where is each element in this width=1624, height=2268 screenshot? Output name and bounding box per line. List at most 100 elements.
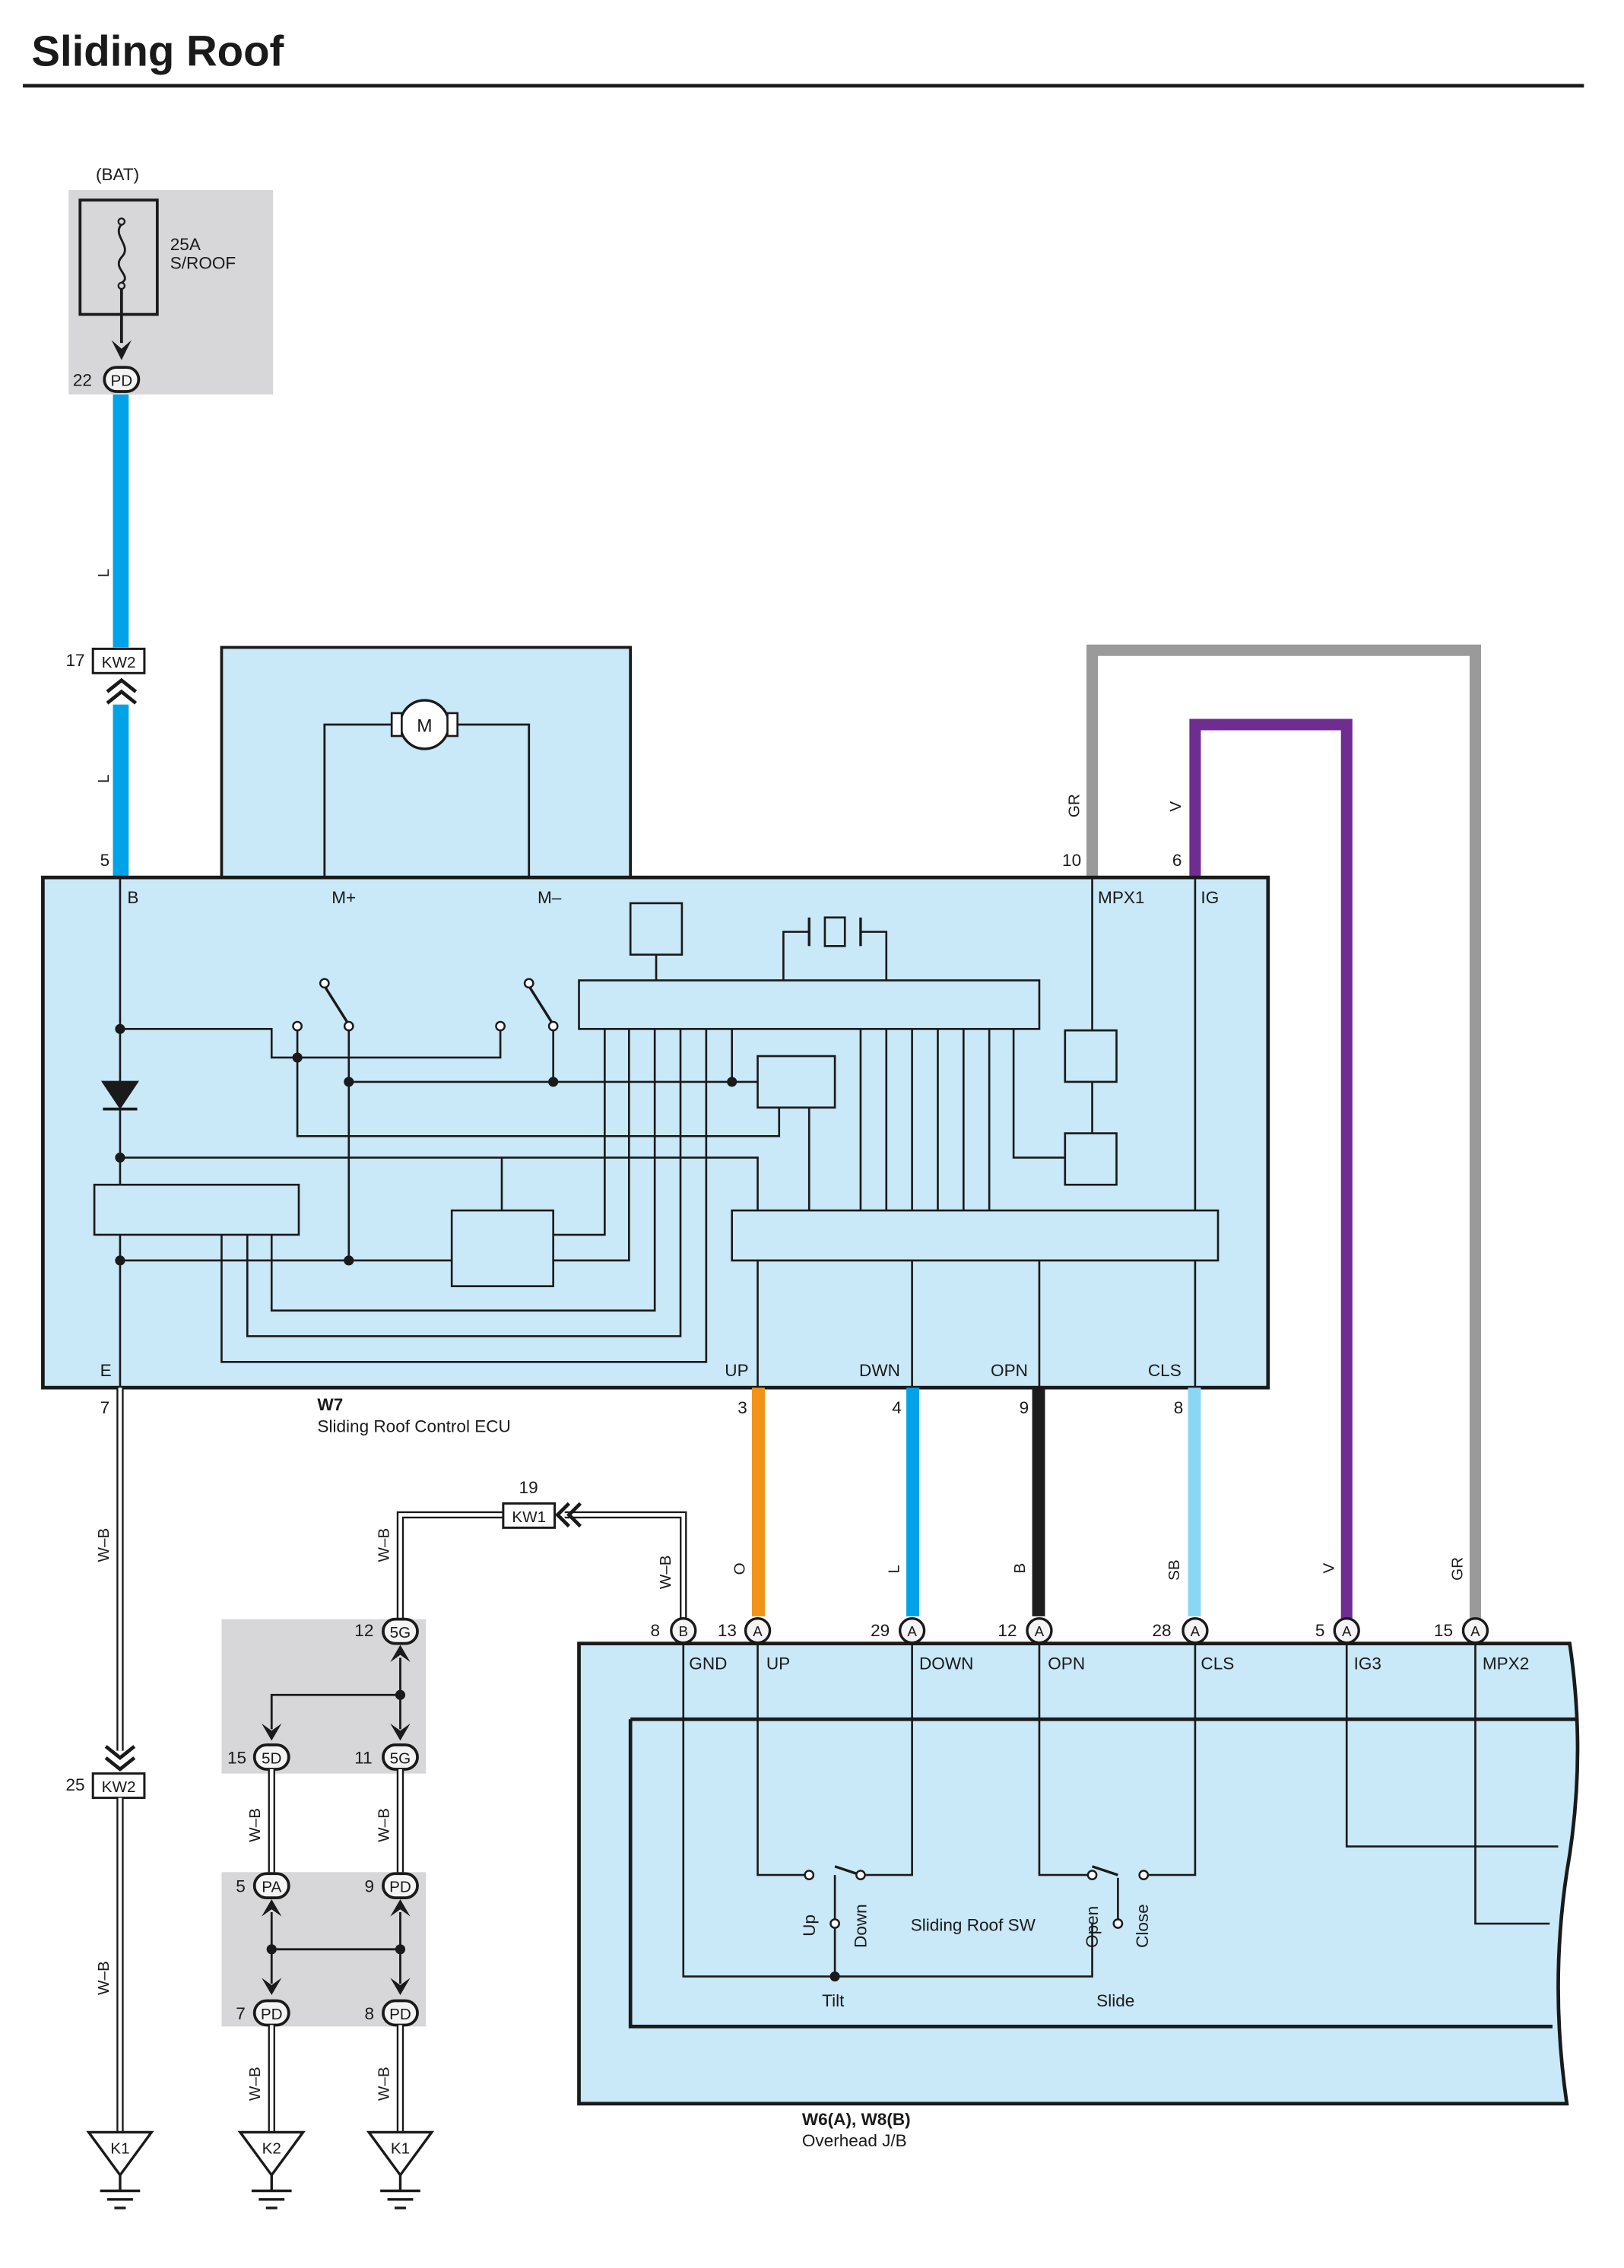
fuse-name: S/ROOF [170, 253, 236, 272]
connector-pin [1026, 1617, 1053, 1645]
connector-pin [1182, 1617, 1209, 1645]
switch-contacts [292, 978, 559, 1032]
connector-code: PD [261, 2006, 283, 2023]
arrow-down-icon [390, 1978, 411, 1995]
chevron-left-icon [554, 1502, 582, 1528]
connector-code: A [907, 1623, 917, 1639]
wire-label: B [1011, 1563, 1029, 1574]
fuse-box [78, 198, 159, 316]
pin-number: 5 [1315, 1621, 1325, 1640]
pin-number: 3 [737, 1398, 747, 1417]
pin-number: 9 [364, 1877, 374, 1896]
switch-label: Close [1133, 1904, 1152, 1948]
connector-kw2-25 [91, 1772, 146, 1800]
fuse-box-bg [68, 189, 274, 395]
ground-k1-left: K1 [86, 2130, 154, 2209]
pin-number: 7 [236, 2004, 246, 2023]
terminal-label: CLS [1201, 1654, 1234, 1673]
terminal-label: MPX2 [1483, 1654, 1529, 1673]
ecu-code: W7 [317, 1395, 343, 1414]
pin-number: 15 [1434, 1621, 1453, 1640]
connector-code: A [1035, 1623, 1045, 1639]
connector-5g-12 [382, 1617, 419, 1645]
pin-number: 22 [73, 371, 92, 390]
ecu-junction-dots [115, 1023, 737, 1266]
terminal-label: GND [689, 1654, 727, 1673]
page-title: Sliding Roof [31, 27, 284, 75]
pin-number: 5 [236, 1877, 246, 1896]
wire-label: W–B [95, 1528, 113, 1562]
terminal-label: IG [1201, 888, 1219, 907]
pin-number: 25 [65, 1775, 84, 1794]
wire-wb-kw1 [396, 1511, 687, 1619]
arrow-up-icon [262, 1899, 282, 1917]
connector-code: A [1342, 1623, 1352, 1639]
connector-pin [898, 1617, 926, 1645]
ground-label: K2 [262, 2140, 281, 2158]
connector-code: B [679, 1623, 689, 1639]
fuse-icon [117, 224, 126, 284]
wire-label: W–B [246, 2067, 264, 2101]
wire-sb [1188, 1388, 1201, 1616]
pin-number: 4 [892, 1398, 902, 1417]
chevron-down-icon [104, 1745, 136, 1772]
terminal-label: CLS [1148, 1361, 1182, 1380]
ground-k2: K2 [237, 2130, 306, 2209]
connector-code: KW2 [102, 654, 136, 671]
connector-code: A [1470, 1623, 1480, 1639]
ecu-name: Sliding Roof Control ECU [317, 1416, 510, 1435]
pin-number: 8 [651, 1621, 661, 1640]
terminal-label: DOWN [919, 1654, 973, 1673]
connector-code: KW2 [102, 1778, 136, 1796]
connector-code: A [753, 1623, 763, 1639]
fuse-rating: 25A [170, 235, 201, 254]
wire-v [1189, 718, 1353, 1622]
connector-pd-22 [103, 366, 141, 393]
pin-number: 13 [718, 1621, 737, 1640]
connector-pin [1461, 1617, 1489, 1645]
connector-pin [744, 1617, 772, 1645]
wire-label: GR [1449, 1557, 1467, 1581]
jb-pin-row: 8 B 13 A 29 A 12 A 28 A 5 A 15 A [651, 1617, 1489, 1645]
terminal-label: B [127, 888, 138, 907]
connector-code: PD [389, 2006, 411, 2023]
connector-code: 5G [390, 1624, 411, 1642]
pin-number: 29 [871, 1621, 890, 1640]
wire-l-lower [113, 704, 129, 878]
terminal-label: IG3 [1354, 1654, 1381, 1673]
pin-number: 11 [354, 1748, 372, 1767]
switch-label: Down [851, 1904, 870, 1948]
connector-pin [1333, 1617, 1360, 1645]
wire-label: V [1320, 1562, 1337, 1573]
wire-label: GR [1066, 794, 1083, 817]
terminal-label: DWN [859, 1361, 900, 1380]
connector-kw1-19 [502, 1502, 557, 1529]
ground-label: K1 [391, 2140, 410, 2158]
pin-number: 6 [1172, 851, 1182, 870]
wire-label: L [95, 569, 113, 577]
terminal-label: OPN [991, 1361, 1028, 1380]
switch-name: Sliding Roof SW [911, 1915, 1036, 1934]
connector-code: PA [262, 1879, 281, 1896]
wire-label: L [886, 1565, 903, 1573]
terminal-label: MPX1 [1098, 888, 1144, 907]
connector-code: KW1 [512, 1508, 546, 1526]
ecu-internal-circuit [93, 877, 1220, 1388]
connector-code: PD [110, 373, 132, 390]
motor-housing [220, 646, 633, 882]
switch-label: Open [1083, 1906, 1102, 1948]
connector-pa-5 [252, 1872, 290, 1900]
terminal-label: UP [725, 1361, 748, 1380]
pin-number: 15 [227, 1748, 246, 1767]
pin-number: 5 [100, 851, 110, 870]
switch-contacts [804, 1870, 1150, 1929]
connector-pin [670, 1617, 697, 1645]
wire-b [1032, 1388, 1045, 1616]
terminal-label: UP [766, 1654, 790, 1673]
jb-name: Overhead J/B [802, 2131, 907, 2150]
terminal-label: OPN [1048, 1654, 1085, 1673]
pin-number: 17 [65, 651, 84, 670]
arrow-up-icon [390, 1645, 411, 1663]
terminal-label: E [100, 1361, 112, 1380]
jb-internal-circuit [682, 1643, 1559, 1978]
